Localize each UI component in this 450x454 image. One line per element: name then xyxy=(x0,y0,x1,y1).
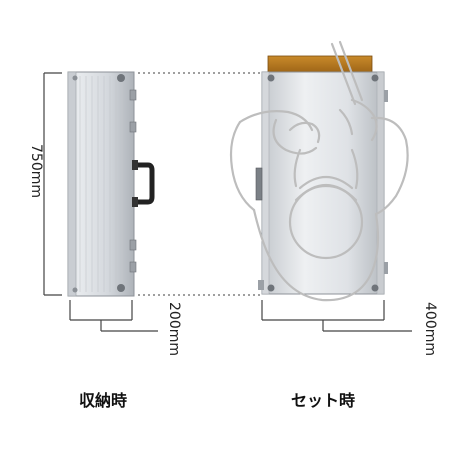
seated-figure-icon xyxy=(229,40,409,302)
set-width-label: 400mm xyxy=(422,302,438,356)
set-width-bracket xyxy=(261,300,412,332)
height-dimension-bracket xyxy=(43,72,62,296)
caption-set-up: セット時 xyxy=(290,391,355,410)
height-label: 750mm xyxy=(28,144,44,198)
open-case xyxy=(255,55,388,295)
closed-case xyxy=(67,71,137,297)
stored-width-label: 200mm xyxy=(166,302,182,356)
alignment-guides xyxy=(138,72,262,296)
stored-width-bracket xyxy=(69,300,158,332)
handle-icon xyxy=(132,160,155,207)
caption-stored: 収納時 xyxy=(78,391,127,410)
